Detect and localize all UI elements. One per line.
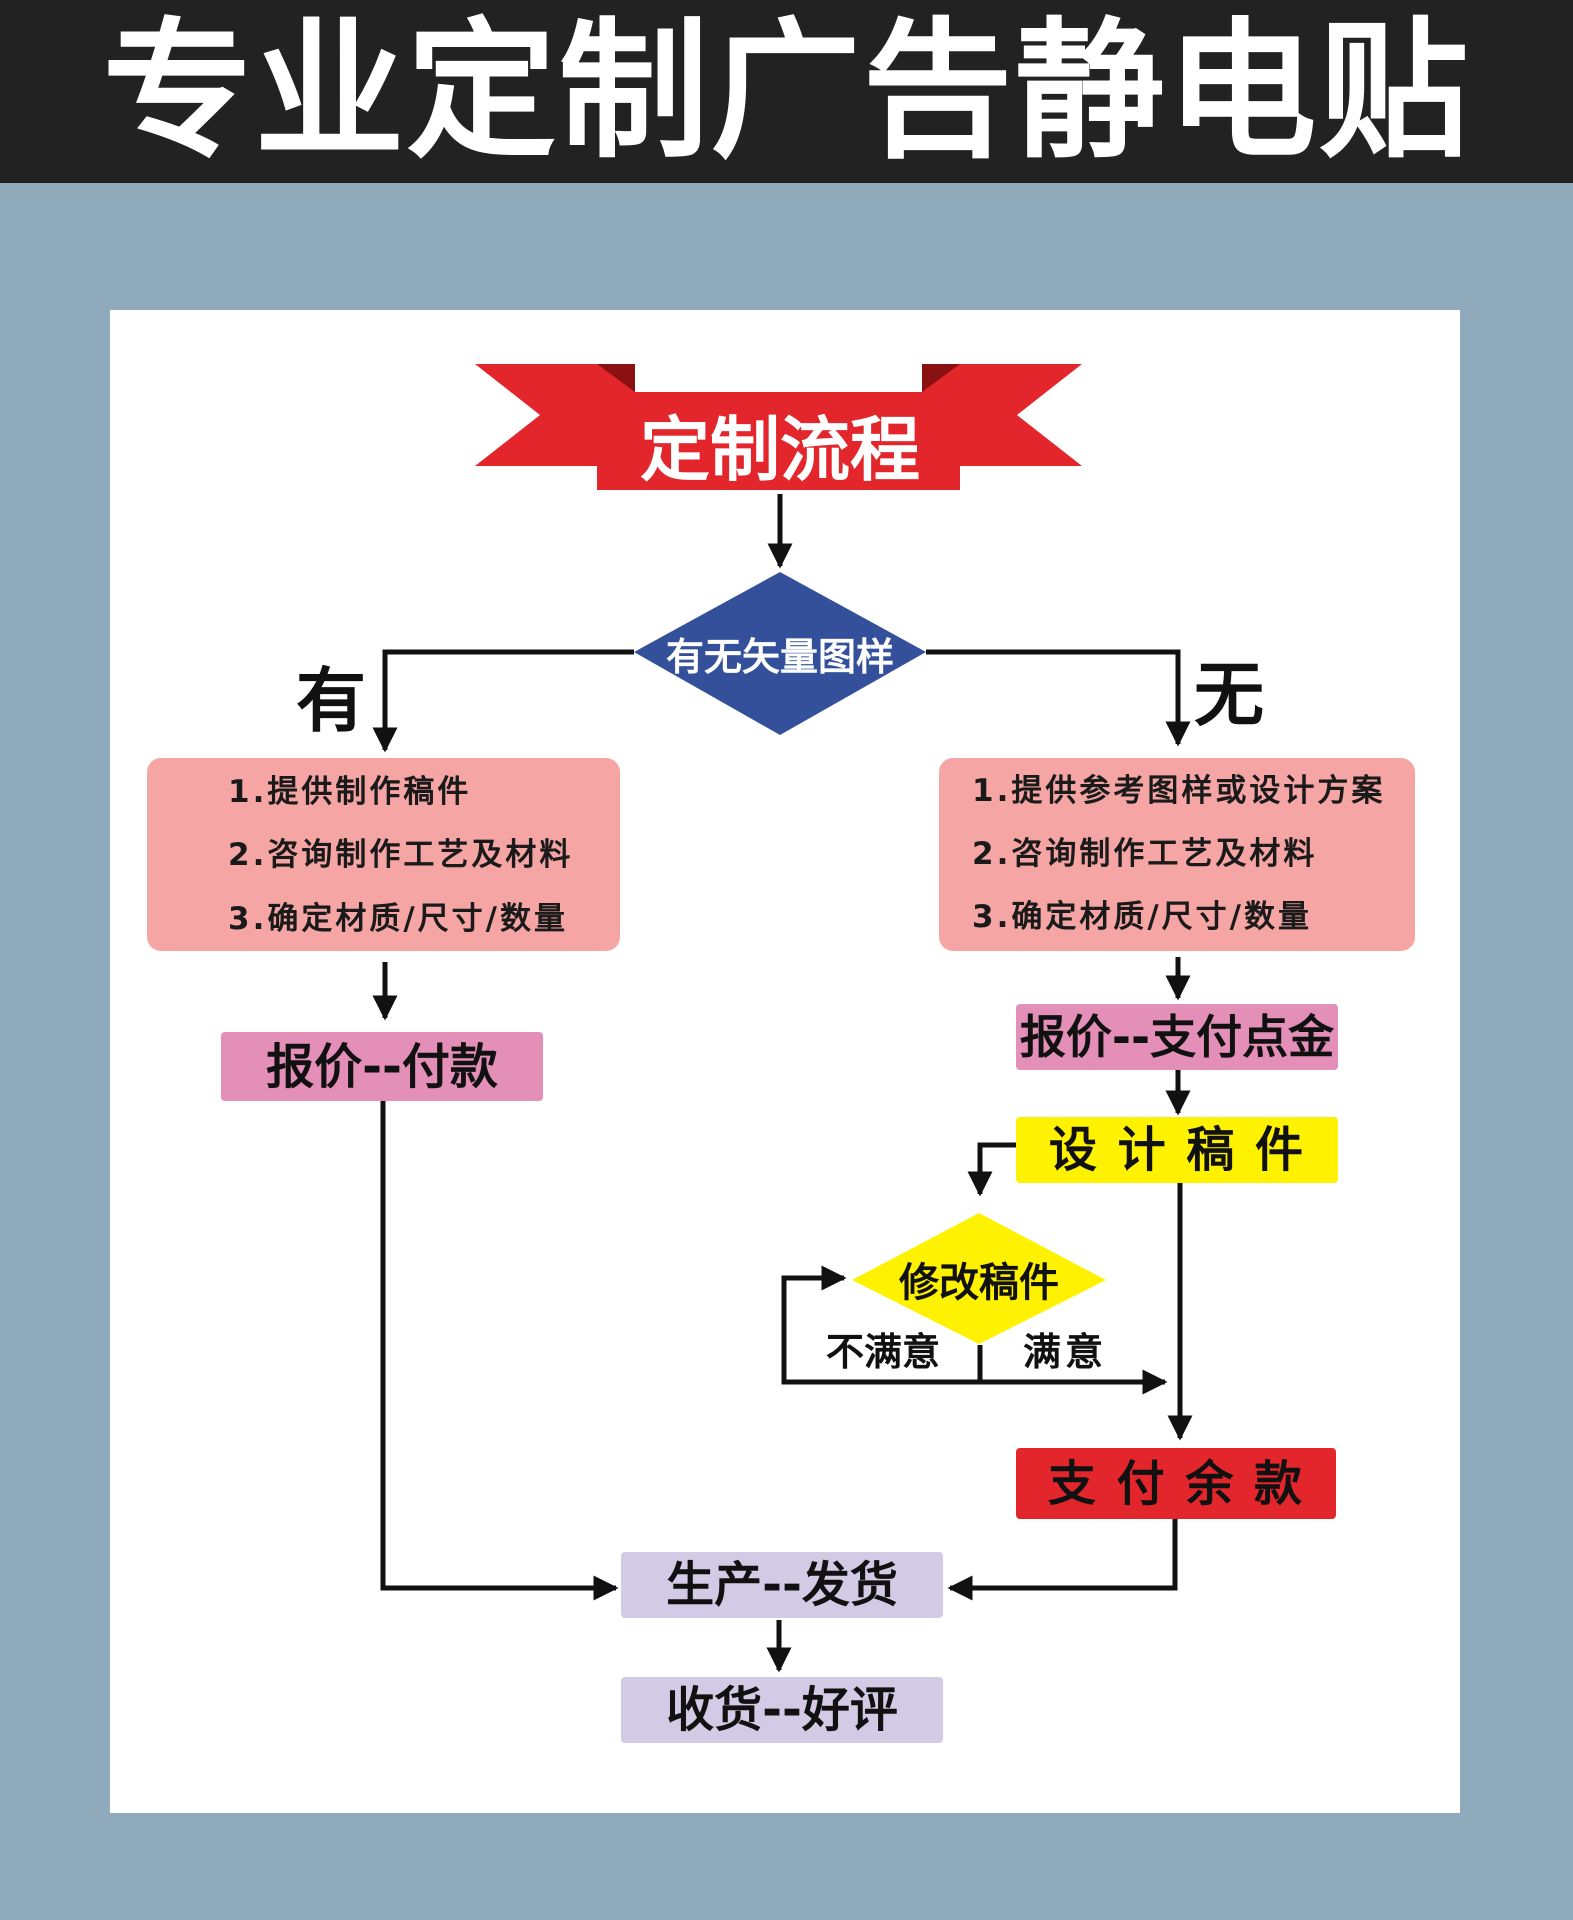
left-quote-box: 报价--付款 <box>221 1032 543 1101</box>
right-quote-box: 报价--支付点金 <box>1016 1004 1338 1070</box>
arrow-decision-no <box>926 649 1191 747</box>
not-satisfied-label: 不满意 <box>826 1330 941 1374</box>
page-title: 专业定制广告静电贴 <box>102 4 1471 179</box>
decision-label: 有无矢量图样 <box>665 634 894 679</box>
production-box: 生产--发货 <box>621 1552 943 1618</box>
branch-yes-label: 有 <box>296 660 366 742</box>
arrow-decision-yes <box>372 649 634 753</box>
revise-label: 修改稿件 <box>899 1260 1059 1306</box>
satisfied-label: 满意 <box>1023 1330 1108 1374</box>
ribbon-left-tail <box>475 364 635 466</box>
arrow-left-quote-production <box>380 1101 619 1601</box>
left-step-1: 1.提供制作稿件 <box>228 774 472 810</box>
right-step-2: 2.咨询制作工艺及材料 <box>972 836 1318 872</box>
arrow-design-revise <box>967 1142 1016 1197</box>
flow-title: 定制流程 <box>640 408 920 491</box>
left-step-3: 3.确定材质/尺寸/数量 <box>228 901 568 937</box>
design-box: 设 计 稿 件 <box>1016 1117 1338 1183</box>
right-step-1: 1.提供参考图样或设计方案 <box>972 773 1386 809</box>
revise-diamond <box>852 1213 1106 1344</box>
right-step-3: 3.确定材质/尺寸/数量 <box>972 899 1312 935</box>
arrow-pay-production <box>947 1519 1178 1601</box>
branch-no-label: 无 <box>1194 654 1264 736</box>
left-step-2: 2.咨询制作工艺及材料 <box>228 837 574 873</box>
decision-diamond <box>634 572 926 735</box>
receive-box: 收货--好评 <box>621 1677 943 1743</box>
ribbon-right-tail <box>922 364 1082 466</box>
pay-balance-box: 支 付 余 款 <box>1016 1448 1336 1519</box>
right-info-box <box>939 758 1415 951</box>
ribbon-right-fold <box>922 364 960 392</box>
arrow-not-satisfied-loop <box>781 1265 980 1385</box>
ribbon-left-fold <box>597 364 635 392</box>
header-banner: 专业定制广告静电贴 <box>0 0 1573 183</box>
ribbon-body <box>597 392 960 490</box>
left-info-box <box>147 758 620 951</box>
